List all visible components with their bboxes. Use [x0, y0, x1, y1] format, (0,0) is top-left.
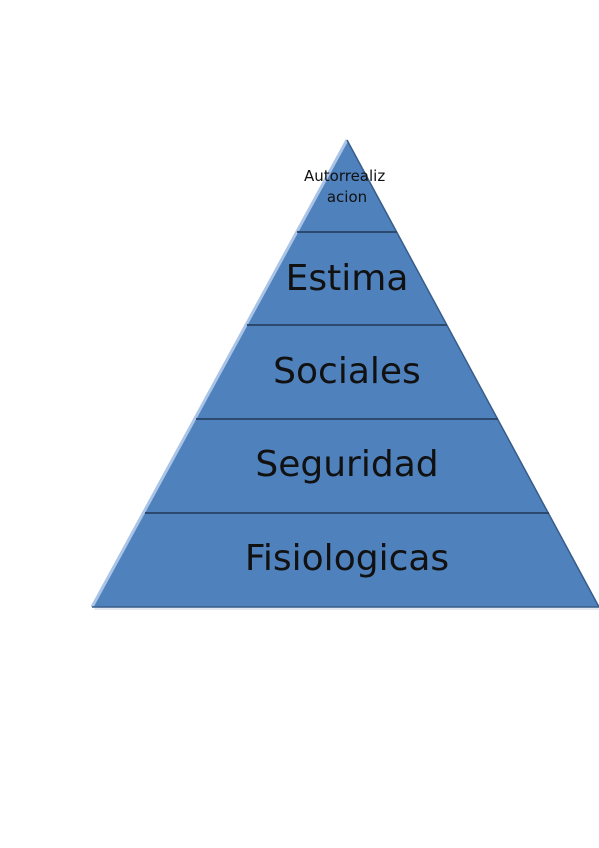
level-label-estima: Estima: [286, 258, 409, 299]
level-label-line: acion: [327, 188, 367, 206]
level-label-line: Autorrealiz: [304, 167, 385, 185]
level-label-autorrealizacion: Autorrealiz acion: [304, 167, 390, 206]
pyramid-outline: [92, 139, 599, 608]
level-label-fisiologicas: Fisiologicas: [245, 538, 449, 579]
pyramid-left-bevel: [90, 139, 349, 608]
level-label-sociales: Sociales: [273, 351, 421, 392]
level-label-seguridad: Seguridad: [255, 444, 438, 485]
pyramid-body: [92, 140, 599, 607]
